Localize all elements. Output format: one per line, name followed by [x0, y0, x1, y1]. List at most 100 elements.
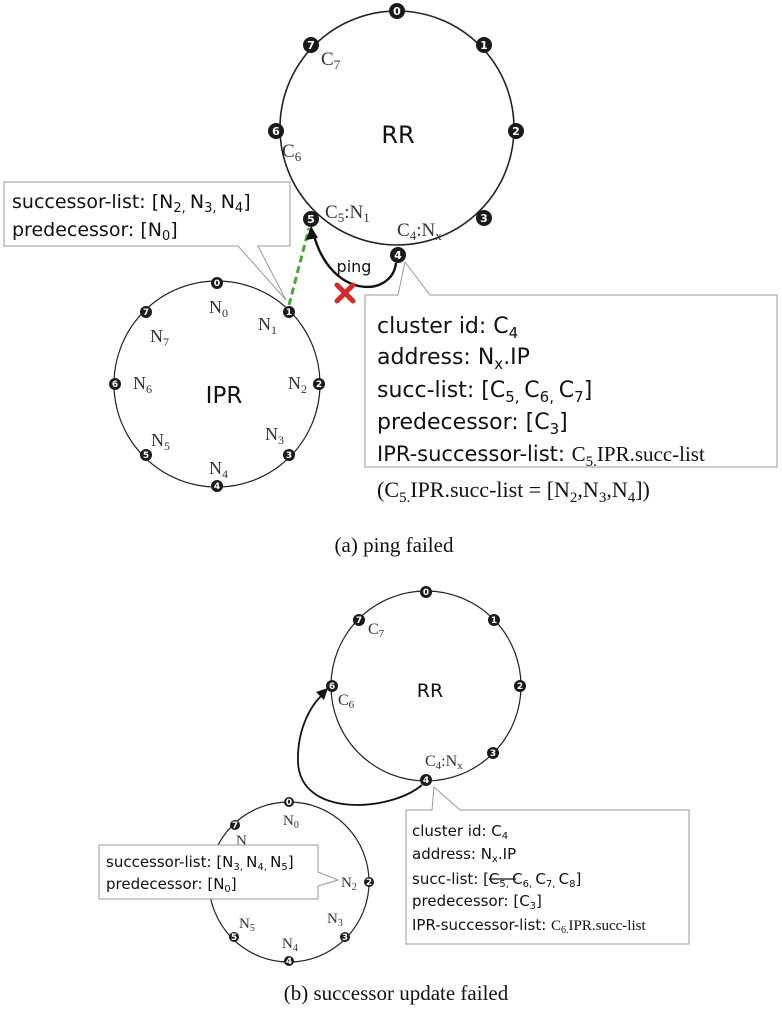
top-rr-node-4: 4 — [390, 247, 406, 263]
bottom-ipr-node-0: 0 — [284, 797, 294, 808]
top-diagram: RR 0 1 2 3 4 5 6 7 C7 C6 C5:N1 C4:Nx IPR… — [3, 3, 778, 557]
svg-text:7: 7 — [356, 616, 362, 626]
svg-text:7: 7 — [307, 39, 315, 52]
bottom-rr-label: RR — [417, 680, 443, 702]
svg-text:4: 4 — [423, 776, 429, 786]
bottom-label-c4nx: C4:Nx — [425, 753, 463, 772]
svg-text:0: 0 — [423, 588, 429, 598]
bottom-right-callout — [405, 785, 690, 945]
svg-text:1: 1 — [491, 616, 497, 626]
bottom-label-n4: N4 — [282, 936, 298, 954]
bottom-diagram: RR 0 1 2 3 4 6 7 C7 C6 C4:Nx 0 7 2 3 4 5… — [98, 586, 690, 1005]
top-label-c7: C7 — [321, 49, 341, 72]
top-ipr-node-4: 4 — [211, 480, 223, 492]
bottom-rr-node-6: 6 — [326, 680, 338, 692]
bottom-left-callout — [98, 844, 340, 900]
svg-text:0: 0 — [286, 798, 292, 808]
svg-text:2: 2 — [366, 878, 372, 888]
top-caption: (a) ping failed — [335, 533, 454, 557]
svg-text:4: 4 — [286, 957, 292, 967]
svg-text:4: 4 — [394, 249, 402, 262]
top-ping-arrow — [311, 231, 398, 288]
bottom-right-succ: succ-list: [C5, C6, C7, C8] — [412, 870, 581, 890]
top-ipr-node-1: 1 — [283, 306, 295, 318]
top-left-callout — [3, 181, 291, 301]
svg-text:7: 7 — [232, 821, 238, 831]
top-dashed-link — [287, 227, 311, 306]
top-label-n4: N4 — [209, 458, 228, 481]
bottom-update-arrowhead — [316, 688, 328, 700]
bottom-ipr-node-3: 3 — [340, 932, 350, 943]
bottom-left-predecessor: predecessor: [N0] — [106, 875, 237, 895]
svg-text:6: 6 — [329, 682, 335, 692]
top-label-n6: N6 — [133, 373, 152, 396]
top-label-n7: N7 — [150, 326, 169, 349]
svg-text:4: 4 — [214, 482, 220, 492]
svg-text:0: 0 — [393, 5, 401, 18]
bottom-label-c7: C7 — [368, 621, 385, 640]
top-rr-node-1: 1 — [476, 37, 492, 53]
bottom-right-ipr: IPR-successor-list: C6.IPR.succ-list — [412, 916, 646, 936]
top-label-n0: N0 — [209, 297, 228, 320]
bottom-rr-node-3: 3 — [487, 747, 499, 759]
top-ping-arrowhead — [306, 226, 318, 240]
svg-text:2: 2 — [512, 125, 520, 138]
bottom-ipr-node-7: 7 — [230, 820, 240, 831]
top-ipr-node-5: 5 — [140, 449, 152, 461]
top-rr-node-7: 7 — [303, 37, 319, 53]
bottom-label-n5: N5 — [239, 916, 255, 934]
top-rr-node-6: 6 — [268, 123, 284, 139]
bottom-label-c6: C6 — [338, 692, 355, 711]
svg-text:2: 2 — [316, 380, 322, 390]
bottom-rr-node-1: 1 — [488, 614, 500, 626]
bottom-right-address: address: Nx.IP — [412, 845, 516, 865]
top-label-n1: N1 — [258, 314, 277, 337]
top-right-succ: succ-list: [C5, C6, C7] — [377, 378, 592, 406]
top-rr-node-3: 3 — [476, 210, 492, 226]
top-rr-node-0: 0 — [389, 3, 405, 19]
top-label-n3: N3 — [265, 424, 284, 447]
bottom-right-cluster: cluster id: C4 — [412, 822, 508, 842]
top-label-c4nx: C4:Nx — [397, 220, 442, 243]
top-fail-mark — [334, 282, 356, 304]
bottom-right-predecessor: predecessor: [C3] — [412, 892, 542, 912]
top-label-n2: N2 — [288, 373, 307, 396]
svg-text:6: 6 — [112, 380, 118, 390]
svg-text:3: 3 — [490, 749, 496, 759]
bottom-rr-node-7: 7 — [353, 614, 365, 626]
svg-text:0: 0 — [214, 279, 220, 289]
bottom-caption: (b) successor update failed — [284, 981, 509, 1005]
bottom-ipr-node-5: 5 — [229, 932, 239, 943]
bottom-label-n0: N0 — [283, 813, 299, 831]
top-ipr-node-3: 3 — [283, 449, 295, 461]
top-ipr-label: IPR — [206, 383, 243, 409]
top-rr-node-2: 2 — [508, 123, 524, 139]
svg-text:1: 1 — [480, 39, 488, 52]
top-ping-label: ping — [337, 257, 372, 276]
bottom-label-n2: N2 — [341, 875, 357, 893]
bottom-rr-node-4: 4 — [420, 774, 432, 786]
top-right-cluster: cluster id: C4 — [377, 314, 518, 342]
top-right-ipr: IPR-successor-list: C5.IPR.succ-list — [377, 442, 705, 470]
top-right-predecessor: predecessor: [C3] — [377, 410, 568, 438]
top-label-c6: C6 — [282, 141, 302, 164]
svg-text:5: 5 — [231, 933, 237, 943]
bottom-ipr-node-4: 4 — [284, 956, 294, 967]
bottom-left-successor: successor-list: [N3, N4, N5] — [106, 853, 294, 873]
top-ipr-node-6: 6 — [109, 378, 121, 390]
top-ipr-node-7: 7 — [140, 306, 152, 318]
svg-text:7: 7 — [143, 308, 149, 318]
svg-text:2: 2 — [517, 682, 523, 692]
top-label-n5: N5 — [151, 430, 170, 453]
svg-text:6: 6 — [272, 125, 280, 138]
bottom-rr-node-0: 0 — [420, 586, 432, 598]
svg-text:3: 3 — [342, 933, 348, 943]
svg-text:5: 5 — [143, 451, 149, 461]
top-ipr-node-0: 0 — [211, 277, 223, 289]
top-right-ipr-value: (C5.IPR.succ-list = [N2,N3,N4]) — [377, 477, 650, 506]
svg-text:1: 1 — [286, 308, 292, 318]
bottom-ipr-node-2: 2 — [364, 877, 374, 888]
top-rr-label: RR — [381, 121, 414, 149]
top-left-predecessor: predecessor: [N0] — [12, 219, 178, 244]
